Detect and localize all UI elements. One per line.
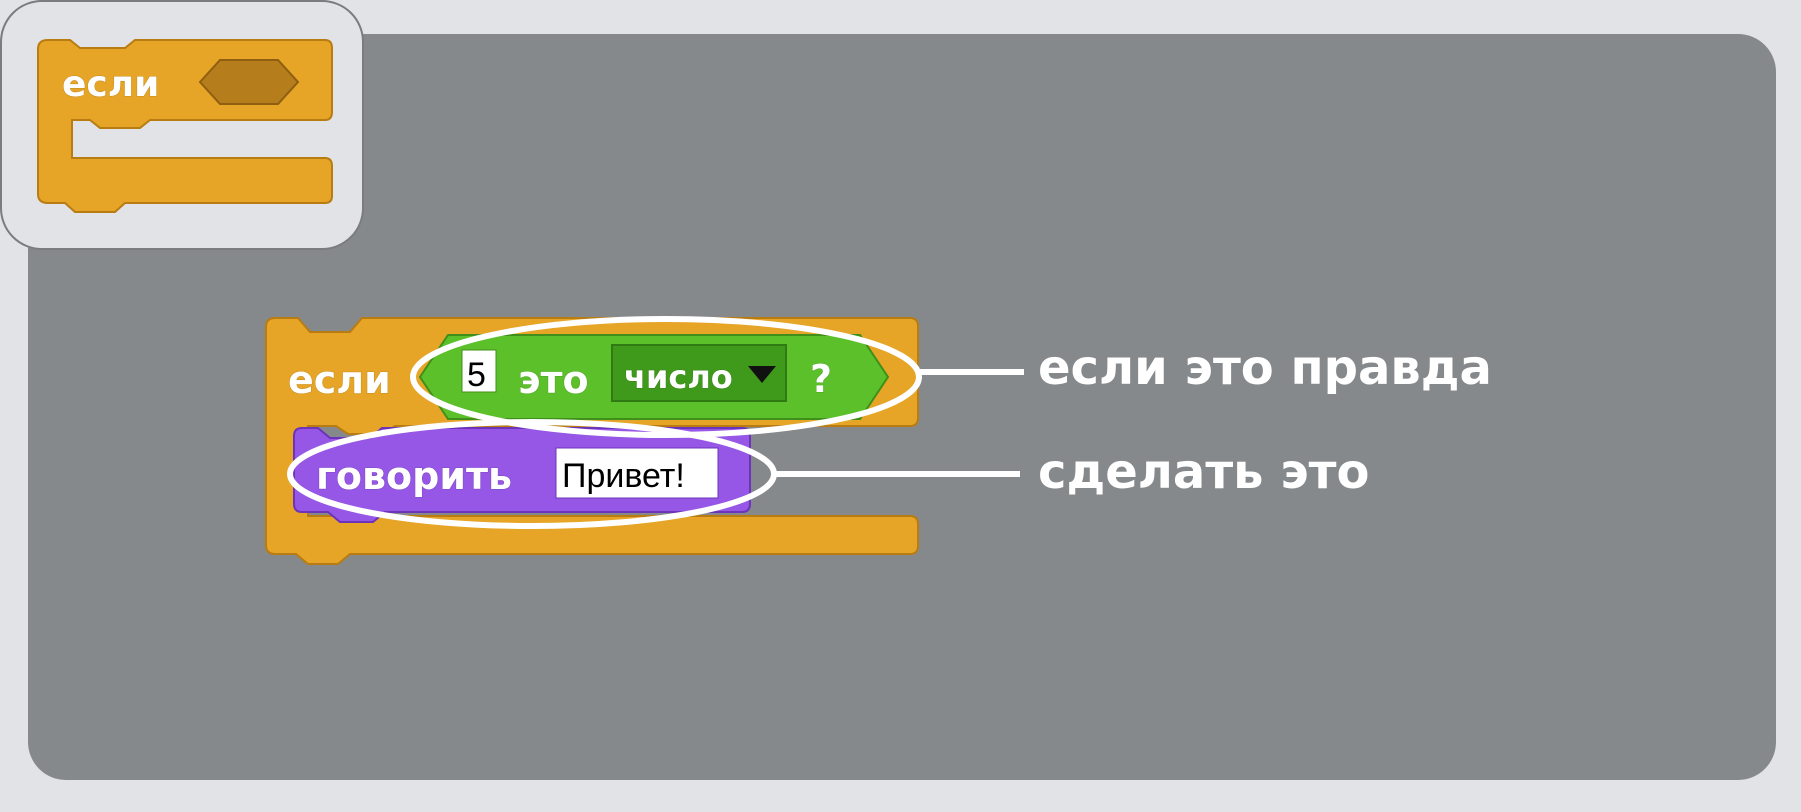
condition-block[interactable]: 5 это число ?: [418, 334, 890, 420]
number-input[interactable]: [461, 349, 497, 393]
if-block[interactable]: если 5 это число ? говорить Привет!: [265, 317, 919, 565]
dropdown-value: число: [624, 358, 733, 396]
condition-highlight: [410, 316, 922, 438]
palette-if-label: если: [62, 64, 159, 105]
message-input[interactable]: [555, 447, 719, 499]
chevron-down-icon[interactable]: [748, 366, 776, 383]
condition-label: это: [518, 358, 589, 402]
palette-if-block[interactable]: если: [37, 39, 333, 213]
say-label: говорить: [316, 454, 512, 498]
action-callout: сделать это: [1038, 444, 1370, 500]
number-value: 5: [467, 356, 486, 394]
say-block[interactable]: говорить Привет!: [293, 427, 751, 523]
condition-callout: если это правда: [1038, 340, 1492, 396]
if-label: если: [288, 358, 391, 402]
palette-boolean-slot[interactable]: [198, 59, 300, 105]
question-mark: ?: [810, 357, 832, 401]
message-value: Привет!: [562, 457, 685, 495]
